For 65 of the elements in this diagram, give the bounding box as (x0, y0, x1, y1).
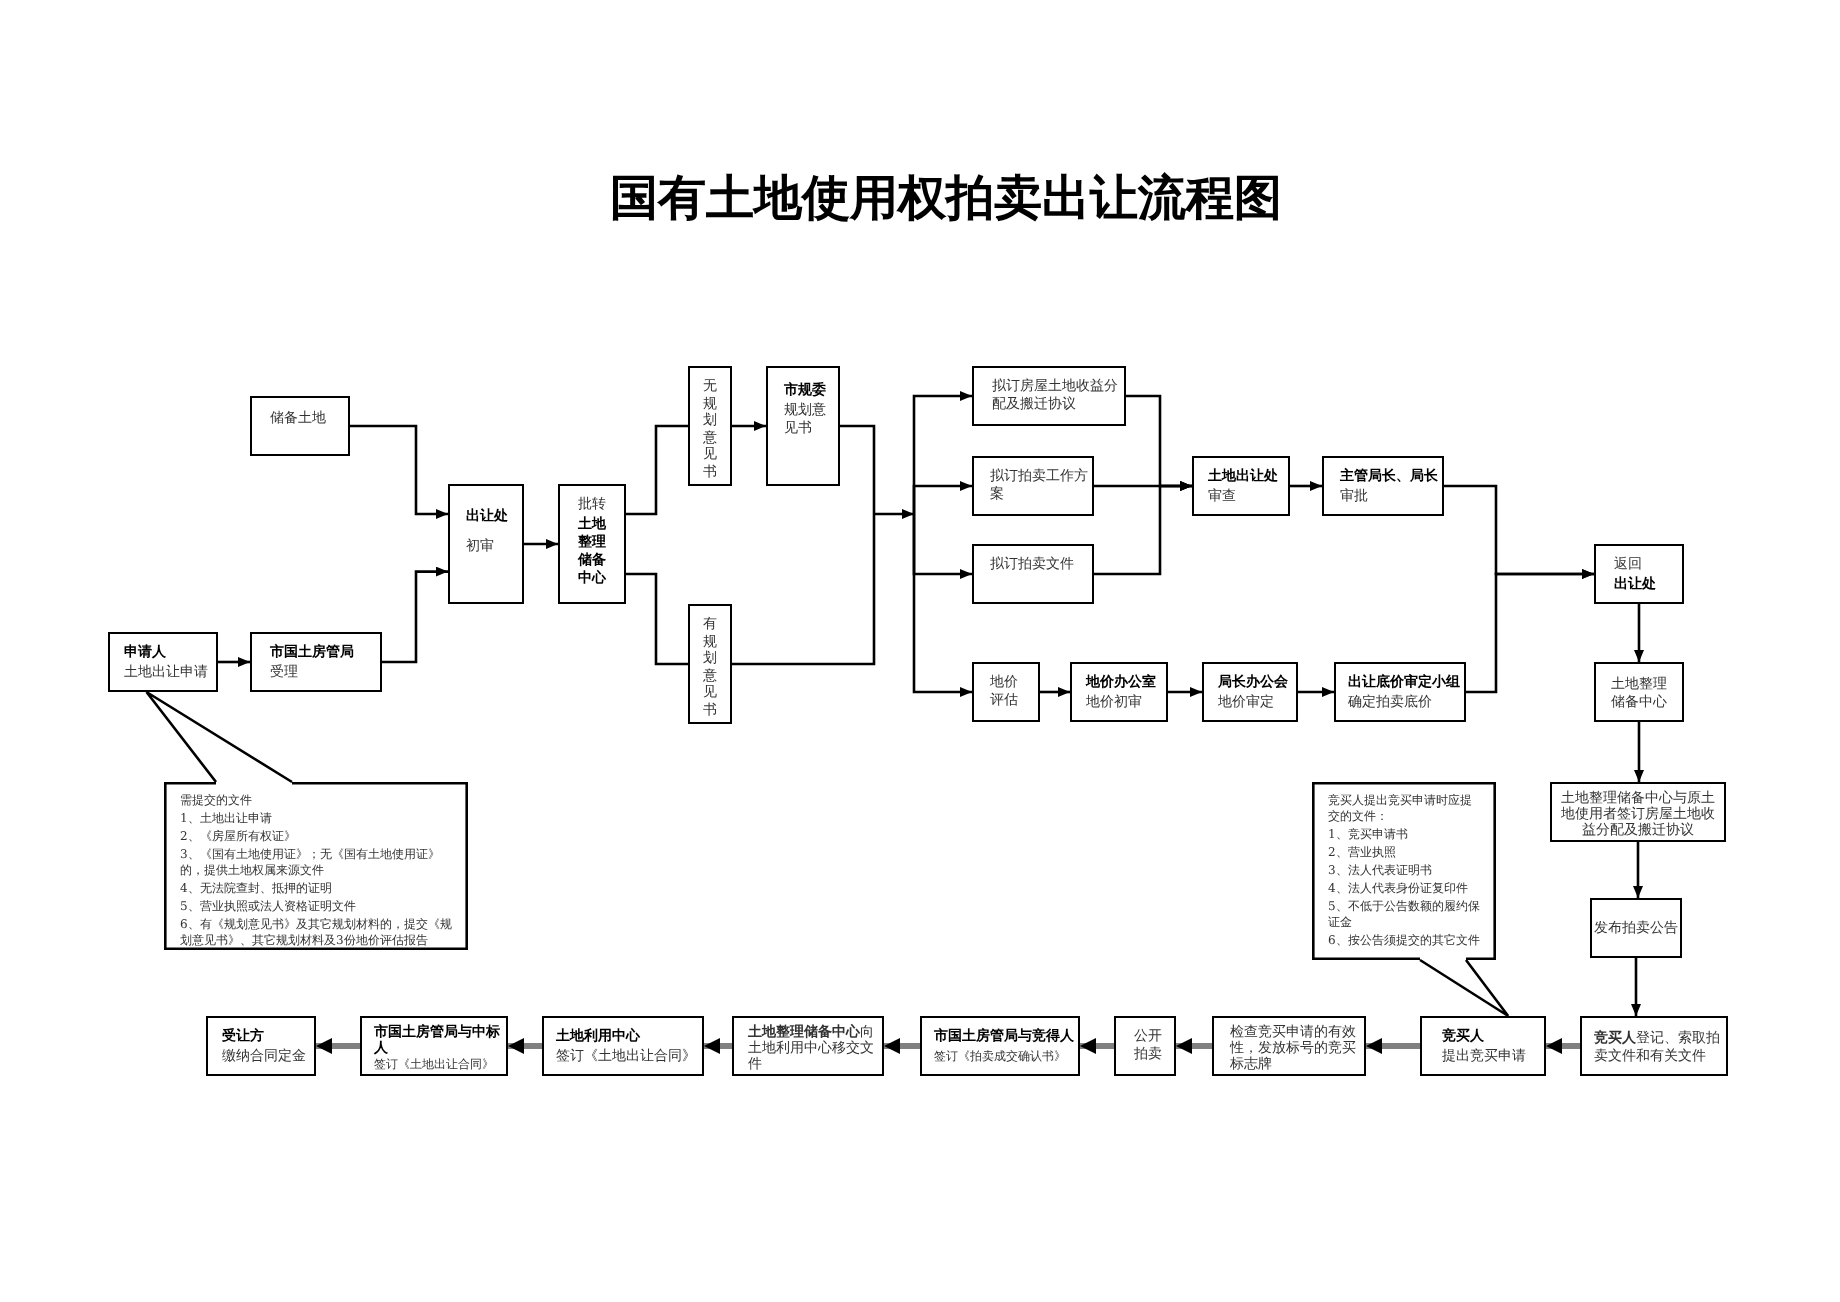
process-box (732, 1016, 884, 1076)
process-box (920, 1016, 1080, 1076)
process-box (972, 544, 1094, 604)
arrow (732, 421, 766, 431)
process-box (1594, 544, 1684, 604)
arrow (218, 657, 250, 667)
callout-box (1312, 782, 1496, 960)
process-box (250, 632, 382, 692)
process-box (1580, 1016, 1728, 1076)
connector-line (840, 424, 876, 514)
process-box (108, 632, 218, 692)
process-box (360, 1016, 508, 1076)
process-box (972, 366, 1126, 426)
process-box (766, 366, 840, 486)
arrow (1168, 687, 1202, 697)
diagram-title: 国有土地使用权拍卖出让流程图 (610, 168, 1282, 228)
callout-box (164, 782, 468, 950)
arrow (1634, 722, 1644, 782)
process-box (1590, 898, 1682, 958)
arrow (1176, 1038, 1212, 1054)
process-box (1212, 1016, 1366, 1076)
arrow (1466, 569, 1594, 694)
process-box (1334, 662, 1466, 722)
process-box (1114, 1016, 1176, 1076)
process-box (1070, 662, 1168, 722)
arrow (884, 1038, 920, 1054)
arrow (912, 481, 972, 514)
arrow (1631, 958, 1641, 1016)
arrow (1040, 687, 1070, 697)
callout-pointer (1418, 958, 1510, 1018)
connector-line (732, 514, 876, 666)
process-box (688, 366, 732, 486)
process-box (1192, 456, 1290, 516)
arrow (1546, 1038, 1580, 1054)
process-box (972, 662, 1040, 722)
process-box (688, 604, 732, 724)
process-box (1550, 782, 1726, 842)
callout-pointer (145, 690, 294, 784)
process-box (1420, 1016, 1546, 1076)
arrow (316, 1038, 360, 1054)
arrow (350, 424, 448, 519)
connector-line (626, 424, 688, 516)
process-box (250, 396, 350, 456)
arrow (912, 514, 972, 697)
process-box (448, 484, 524, 604)
process-box (1202, 662, 1298, 722)
arrow (1298, 687, 1334, 697)
arrow (1633, 842, 1643, 898)
process-box (972, 456, 1094, 516)
arrow (1634, 604, 1644, 662)
arrow (1290, 481, 1322, 491)
connector-line (626, 572, 688, 666)
arrow (704, 1038, 732, 1054)
process-box (206, 1016, 316, 1076)
arrow (508, 1038, 542, 1054)
arrow (382, 566, 448, 664)
arrow (1080, 1038, 1114, 1054)
arrow (524, 539, 558, 549)
process-box (1322, 456, 1444, 516)
process-box (558, 484, 626, 604)
process-box (542, 1016, 704, 1076)
arrow (1094, 481, 1192, 576)
arrow (874, 509, 914, 519)
process-box (1594, 662, 1684, 722)
arrow (1366, 1038, 1420, 1054)
